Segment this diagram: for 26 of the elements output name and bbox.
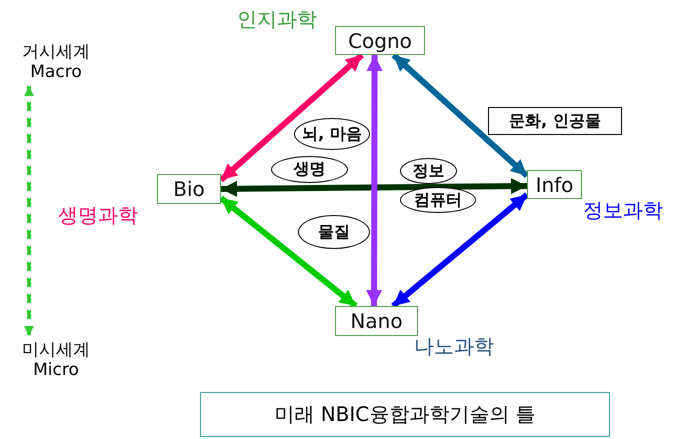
- arrow: [219, 52, 364, 182]
- field-label: 나노과학: [414, 333, 494, 360]
- arrow: [391, 192, 529, 308]
- science-box: Bio: [157, 174, 221, 204]
- scale-label: Micro: [33, 360, 79, 380]
- scale-label: Macro: [30, 62, 82, 82]
- science-box: Nano: [335, 306, 418, 336]
- dashed-arrow: [24, 86, 34, 336]
- arrow: [219, 196, 358, 308]
- scale-label: 거시세계: [22, 42, 90, 62]
- field-label: 인지과학: [237, 6, 317, 33]
- arrow: [220, 178, 528, 197]
- label-ellipse: 정보: [400, 158, 457, 184]
- caption: 미래 NBIC융합과학기술의 틀: [200, 392, 610, 437]
- field-label: 생명과학: [58, 202, 138, 229]
- arrow: [391, 52, 530, 178]
- label-ellipse: 물질: [298, 215, 370, 249]
- label-ellipse: 생명: [271, 156, 348, 183]
- label-ellipse: 컴퓨터: [400, 187, 476, 213]
- science-box: Info: [527, 170, 582, 199]
- field-label: 정보과학: [583, 197, 663, 224]
- science-box: Cogno: [335, 26, 425, 55]
- label-box: 문화, 인공물: [488, 107, 622, 135]
- label-ellipse: 뇌, 마음: [294, 118, 370, 150]
- arrow: [366, 55, 383, 306]
- scale-label: 미시세계: [22, 340, 90, 360]
